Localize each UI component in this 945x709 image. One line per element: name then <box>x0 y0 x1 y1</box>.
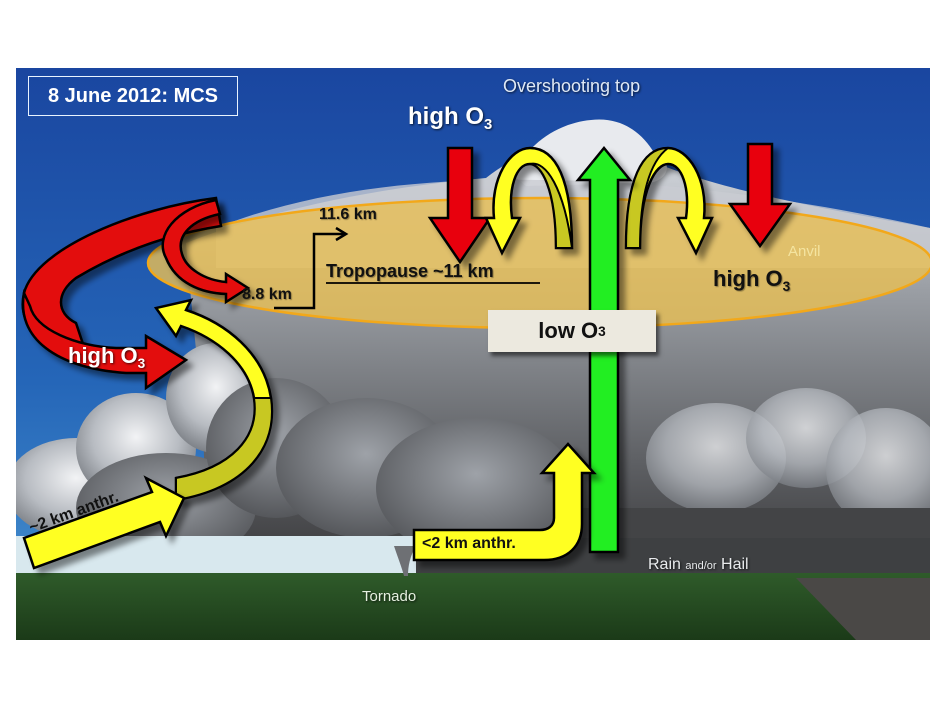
mixing-arc-arrow-right <box>624 146 714 256</box>
anthro-under-2km-label: <2 km anthr. <box>422 535 516 552</box>
diagram-canvas <box>16 68 930 640</box>
high-o3-left-label: high O3 <box>68 343 145 371</box>
hail-text: Hail <box>721 556 749 573</box>
grass-field <box>16 573 930 640</box>
tornado-funnel <box>394 546 416 576</box>
tornado-label: Tornado <box>362 588 417 605</box>
tropopause-step-line <box>274 226 540 310</box>
overshooting-top-label: Overshooting top <box>503 76 641 96</box>
anthro-2km-arrow <box>22 475 186 570</box>
tropopause-label: Tropopause ~11 km <box>326 261 494 281</box>
subscript-3: 3 <box>782 278 791 294</box>
km-11-6-label: 11.6 km <box>319 206 377 223</box>
high-o3-text: high O <box>713 266 783 291</box>
high-o3-down-arrow-center <box>427 146 493 265</box>
rain-hail-label: Rain and/or Hail <box>648 556 749 574</box>
subscript-3: 3 <box>137 355 146 371</box>
subscript-3: 3 <box>483 117 493 134</box>
mixing-arc-arrow-left <box>484 146 574 256</box>
high-o3-down-arrow-right <box>727 142 793 249</box>
high-o3-stratospheric-arrow <box>161 198 251 305</box>
high-o3-text: high O <box>68 343 138 368</box>
high-o3-text: high O <box>408 103 484 130</box>
anvil-region <box>146 196 930 330</box>
subscript-3: 3 <box>598 323 606 339</box>
rain-text: Rain <box>648 556 681 573</box>
storm-diagram: 8 June 2012: MCS Overshooting top high O… <box>16 68 930 640</box>
high-o3-top-label: high O3 <box>408 103 492 133</box>
date-title: 8 June 2012: MCS <box>28 76 238 116</box>
high-o3-right-label: high O3 <box>713 266 790 294</box>
anthro-under-2km-arrow <box>412 442 597 562</box>
low-o3-text: low O <box>538 318 599 343</box>
dirt-road <box>796 578 930 640</box>
anthro-loop-arrow <box>153 298 274 502</box>
and-or-text: and/or <box>685 560 717 572</box>
anvil-label: Anvil <box>788 243 821 260</box>
km-8-8-label: 8.8 km <box>242 286 292 303</box>
